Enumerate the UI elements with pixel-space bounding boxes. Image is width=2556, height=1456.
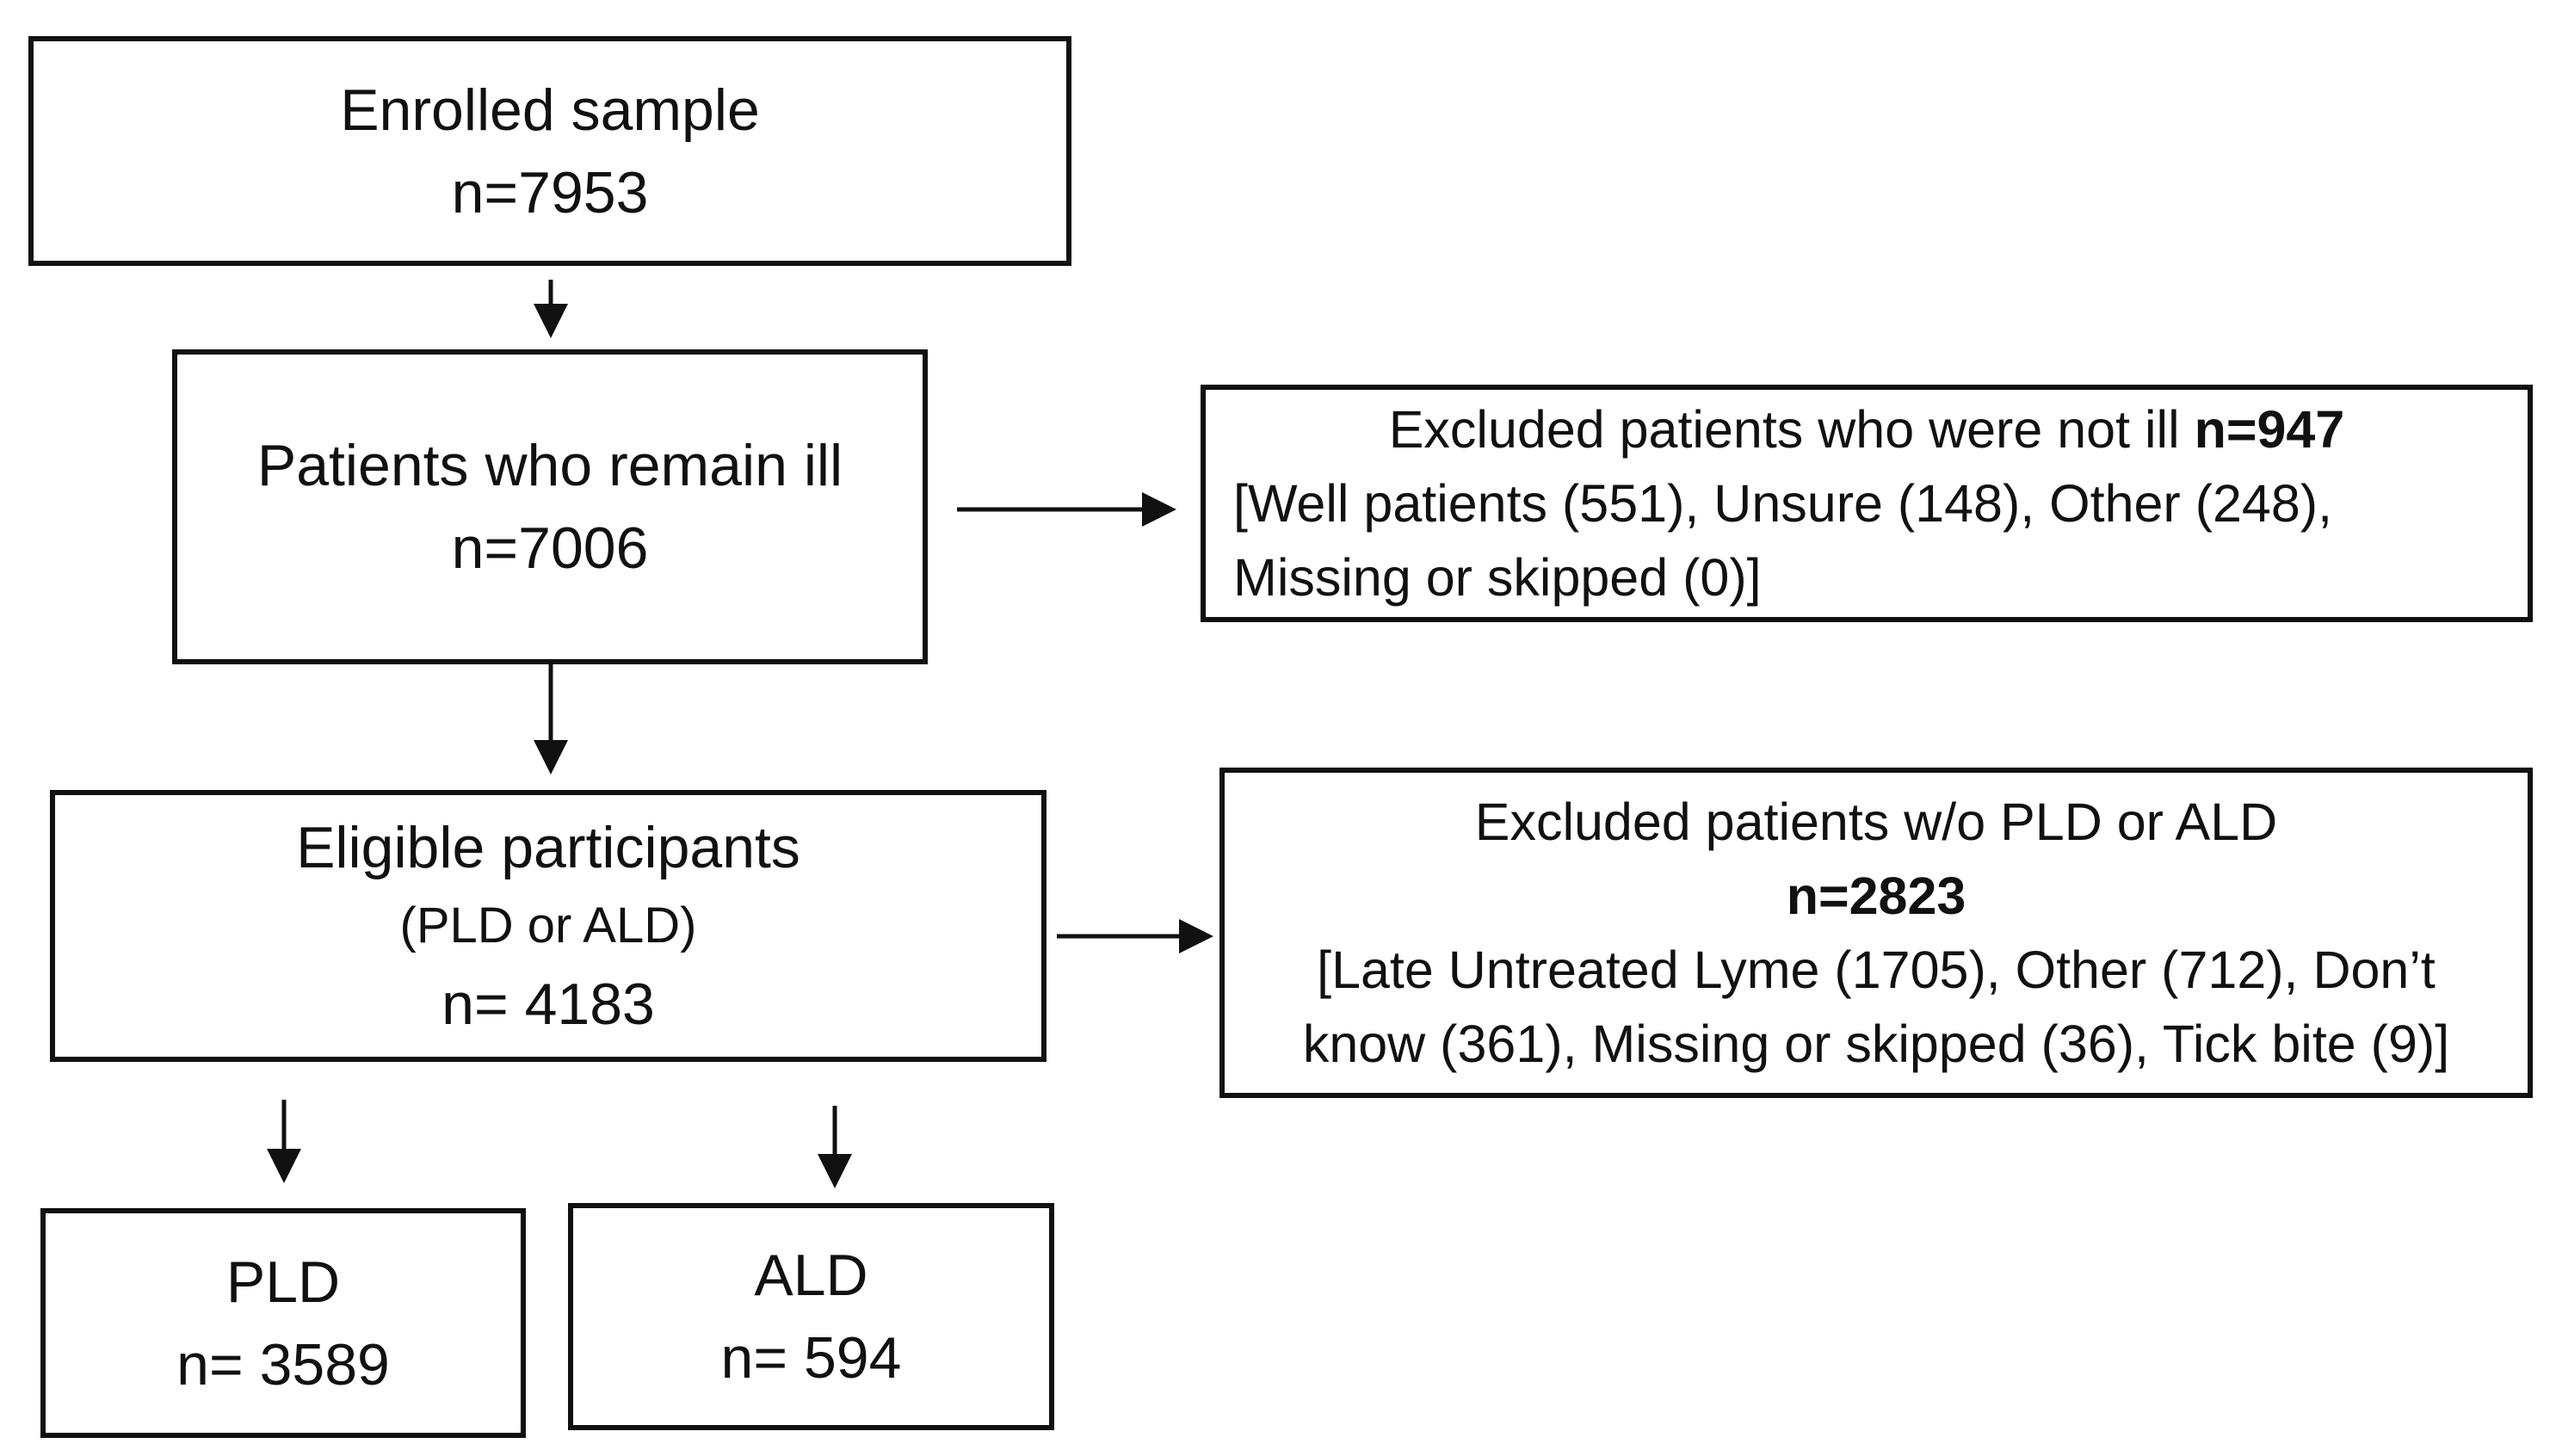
excluded-no-pld-ald-box: Excluded patients w/o PLD or ALD n=2823 … [1219,768,2533,1098]
eligible-participants-box: Eligible participants (PLD or ALD) n= 41… [50,790,1046,1062]
excluded-no-pld-ald-detail-2: know (361), Missing or skipped (36), Tic… [1302,1015,2450,1073]
remain-ill-count: n=7006 [451,515,649,581]
pld-title: PLD [225,1249,341,1315]
remain-ill-box: Patients who remain ill n=7006 [172,349,928,664]
pld-box: PLD n= 3589 [40,1208,526,1438]
excluded-not-ill-box: Excluded patients who were not ill n=947… [1201,385,2533,622]
enrolled-sample-count: n=7953 [451,159,649,225]
remain-ill-title: Patients who remain ill [256,433,843,498]
excluded-not-ill-title: Excluded patients who were not ill [1388,400,2195,459]
excluded-no-pld-ald-count: n=2823 [1786,867,1966,925]
excluded-no-pld-ald-title: Excluded patients w/o PLD or ALD [1474,793,2278,851]
eligible-count: n= 4183 [441,972,655,1037]
ald-title: ALD [754,1243,868,1308]
eligible-subtitle: (PLD or ALD) [399,898,697,953]
excluded-not-ill-heading: Excluded patients who were not ill n=947 [1206,392,2528,466]
excluded-no-pld-ald-detail-1: [Late Untreated Lyme (1705), Other (712)… [1317,941,2436,999]
excluded-not-ill-detail-2: Missing or skipped (0)] [1233,548,1762,607]
excluded-not-ill-count: n=947 [2194,400,2345,459]
excluded-not-ill-detail-1: [Well patients (551), Unsure (148), Othe… [1233,474,2333,533]
eligible-title: Eligible participants [296,815,800,880]
enrolled-sample-title: Enrolled sample [340,77,760,143]
ald-count: n= 594 [720,1325,902,1391]
pld-count: n= 3589 [176,1331,390,1397]
ald-box: ALD n= 594 [568,1203,1054,1430]
enrolled-sample-box: Enrolled sample n=7953 [28,36,1071,266]
